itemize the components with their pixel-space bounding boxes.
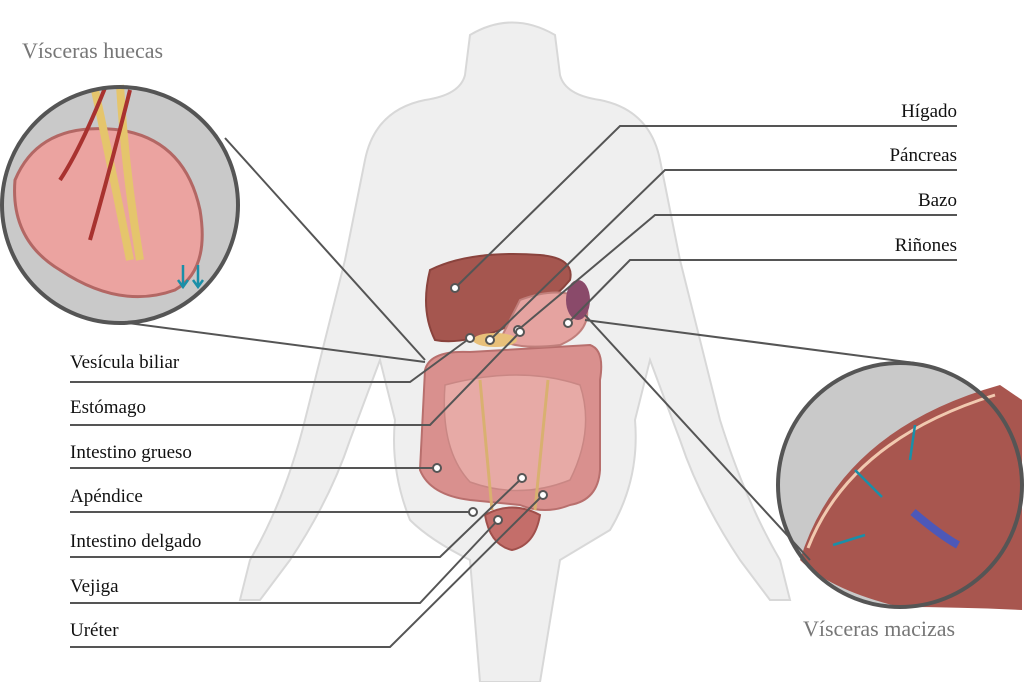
organs	[418, 253, 603, 552]
hollow-viscera-title: Vísceras huecas	[22, 38, 163, 63]
ureters	[478, 379, 550, 511]
left-leaders	[70, 327, 548, 648]
label-gallbladder: Vesícula biliar	[70, 352, 180, 373]
solid-viscera-magnifier	[584, 314, 1024, 610]
right-leaders	[450, 125, 957, 345]
label-kidneys: Riñones	[895, 235, 957, 256]
label-bladder: Vejiga	[70, 576, 119, 597]
small-intestine	[443, 374, 587, 492]
label-pancreas: Páncreas	[889, 145, 957, 166]
label-appendix: Apéndice	[70, 486, 143, 507]
label-liver: Hígado	[901, 101, 957, 122]
arrow-down-icon	[176, 265, 205, 290]
label-spleen: Bazo	[918, 190, 957, 211]
label-small-intestine: Intestino delgado	[70, 531, 201, 552]
hollow-viscera-magnifier	[0, 84, 426, 363]
label-large-intestine: Intestino grueso	[70, 442, 192, 463]
label-stomach: Estómago	[70, 397, 146, 418]
label-ureter: Uréter	[70, 620, 119, 641]
spleen	[566, 280, 590, 320]
solid-viscera-title: Vísceras macizas	[803, 616, 955, 641]
arrow-icon	[832, 424, 917, 547]
